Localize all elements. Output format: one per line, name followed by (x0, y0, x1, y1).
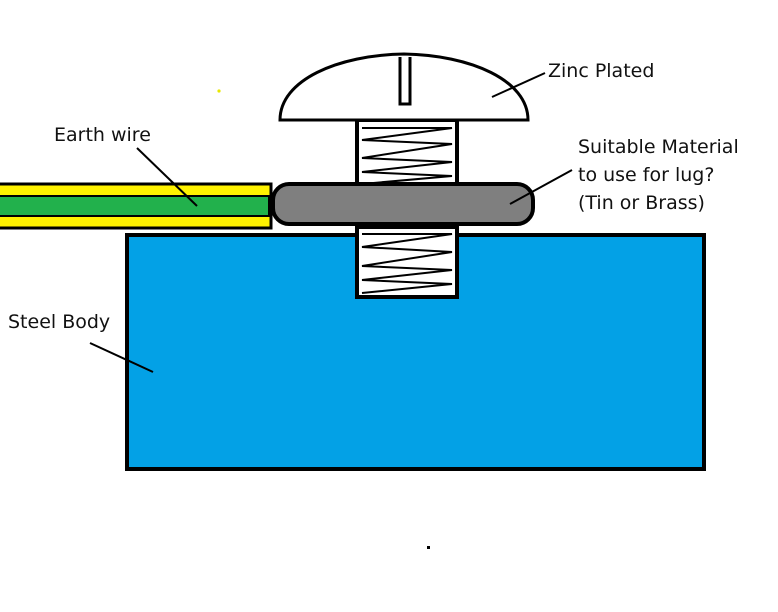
leader-steel-body (89, 342, 154, 373)
label-lug-line2: to use for lug? (578, 164, 715, 186)
stray-dot-yellow (217, 89, 221, 93)
label-lug-line1: Suitable Material (578, 136, 739, 158)
label-lug-material: Suitable Material to use for lug? (Tin o… (578, 133, 739, 217)
earth-wire-icon (0, 182, 273, 230)
leader-zinc-plated (491, 72, 546, 98)
label-steel-body: Steel Body (8, 311, 111, 333)
screw-shank-lower (355, 225, 459, 299)
label-lug-line3: (Tin or Brass) (578, 192, 705, 214)
screw-shank-upper (355, 118, 459, 188)
lug (271, 182, 535, 226)
leader-earth-wire (136, 147, 198, 207)
leader-lug (509, 169, 573, 205)
screw-icon (278, 52, 530, 122)
label-zinc-plated: Zinc Plated (548, 60, 655, 82)
label-earth-wire: Earth wire (54, 124, 151, 146)
stray-dot-black (427, 546, 430, 549)
